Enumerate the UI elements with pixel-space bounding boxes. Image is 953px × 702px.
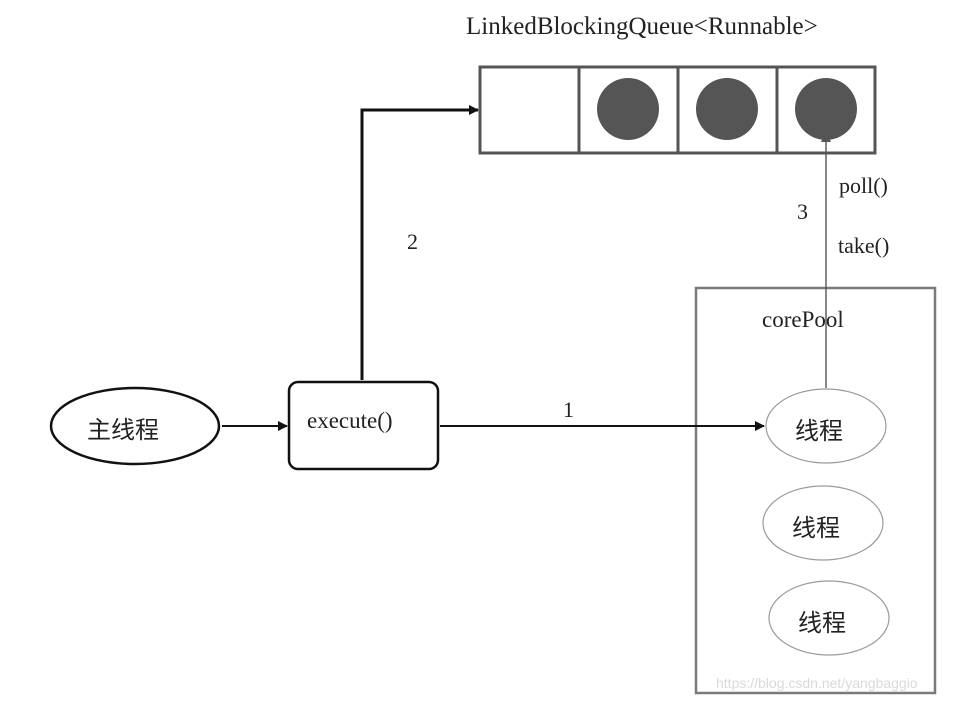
thread-node-1 (765, 388, 887, 464)
queue-title: LinkedBlockingQueue<Runnable> (466, 13, 818, 40)
thread-node-2 (762, 485, 884, 561)
thread-label-2: 线程 (792, 516, 840, 542)
take-label: take() (838, 233, 890, 258)
step-3-label: 3 (797, 199, 808, 224)
thread-label-3: 线程 (798, 611, 846, 637)
poll-label: poll() (839, 173, 888, 198)
edge-execute-to-queue (360, 105, 479, 380)
queue-task-3 (795, 78, 857, 140)
queue-task-2 (696, 78, 758, 140)
queue-task-1 (597, 78, 659, 140)
core-pool-label: corePool (762, 307, 844, 332)
execute-label: execute() (307, 408, 393, 433)
queue-box (478, 65, 877, 155)
thread-node-3 (768, 580, 890, 656)
watermark: https://blog.csdn.net/yangbaggio (716, 675, 918, 691)
execute-node (287, 380, 440, 471)
main-thread-node (49, 386, 221, 466)
step-1-label: 1 (563, 397, 574, 422)
main-thread-label: 主线程 (87, 418, 159, 444)
thread-label-1: 线程 (795, 419, 843, 445)
step-2-label: 2 (407, 229, 418, 254)
